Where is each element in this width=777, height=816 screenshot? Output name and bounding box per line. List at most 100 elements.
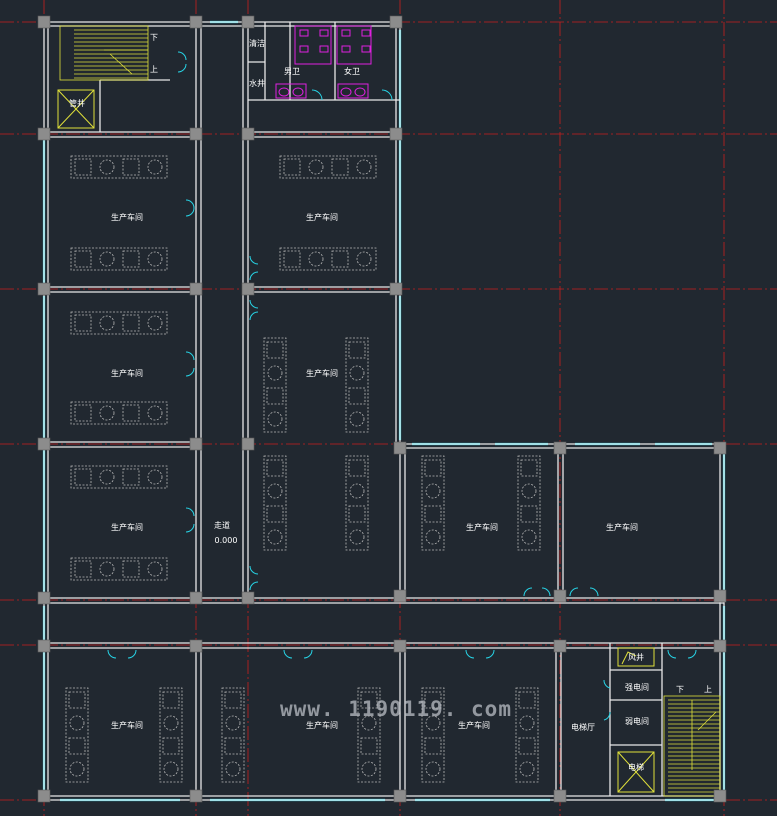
room-label-workshop-1: 生产车间 <box>111 212 143 222</box>
column-31 <box>393 789 407 803</box>
equipment-row-h-7-unit <box>122 560 140 578</box>
equipment-row-h-2 <box>279 155 377 179</box>
column-33 <box>713 789 727 803</box>
equipment-row-v-6-unit <box>68 691 86 709</box>
column-27 <box>553 639 567 653</box>
column-28 <box>713 639 727 653</box>
equipment-row-v-0 <box>263 337 287 433</box>
room-label-workshop-2: 生产车间 <box>306 212 338 222</box>
equipment-row-v-1-unit <box>348 341 366 359</box>
equipment-row-v-4-unit <box>425 529 441 545</box>
doors <box>107 51 697 721</box>
column-14 <box>241 437 255 451</box>
equipment-row-h-3-unit <box>356 251 372 267</box>
equipment-row-v-0-unit <box>266 387 284 405</box>
equipment-row-v-8-unit <box>225 761 241 777</box>
column-23 <box>713 589 727 603</box>
equipment-row-h-4-unit <box>74 314 92 332</box>
stair-down-label-1: 下 <box>150 33 158 42</box>
equipment-row-v-9-unit <box>360 737 378 755</box>
room-label-workshop-10: 生产车间 <box>458 720 490 730</box>
equipment-row-v-11-unit <box>518 691 536 709</box>
equipment-row-v-9-unit <box>361 761 377 777</box>
equipment-row-h-5 <box>70 401 168 425</box>
equipment-row-v-10-unit <box>425 715 441 731</box>
equipment-row-h-4-unit <box>147 315 163 331</box>
column-3 <box>389 15 403 29</box>
equipment-row-v-4-unit <box>424 505 442 523</box>
equipment-row-h-4 <box>70 311 168 335</box>
column-21 <box>393 589 407 603</box>
column-12 <box>37 437 51 451</box>
equipment-row-h-7-unit <box>99 561 115 577</box>
equipment-row-h-0-unit <box>147 159 163 175</box>
equipment-row-v-11-unit <box>518 737 536 755</box>
column-19 <box>189 591 203 605</box>
equipment-row-v-2-unit <box>267 483 283 499</box>
room-label-mens-toilet: 男卫 <box>284 67 300 76</box>
equipment-row-v-0-unit <box>266 341 284 359</box>
equipment-row-h-1-unit <box>122 250 140 268</box>
room-label-workshop-8: 生产车间 <box>111 720 143 730</box>
equipment-row-v-11-unit <box>519 761 535 777</box>
column-16 <box>553 441 567 455</box>
equipment-row-v-7-unit <box>163 715 179 731</box>
equipment-row-v-9 <box>357 687 381 783</box>
equipment-row-h-4-unit <box>99 315 115 331</box>
equipment-row-v-3-unit <box>349 483 365 499</box>
equipment-row-v-6 <box>65 687 89 783</box>
equipment-row-h-1-unit <box>147 251 163 267</box>
equipment-row-v-1-unit <box>349 411 365 427</box>
room-label-workshop-5: 生产车间 <box>111 522 143 532</box>
room-label-water-heater: 水井 <box>249 78 265 88</box>
equipment-row-v-10 <box>421 687 445 783</box>
column-30 <box>189 789 203 803</box>
column-29 <box>37 789 51 803</box>
column-4 <box>37 127 51 141</box>
equipment-row-v-2-unit <box>266 459 284 477</box>
equipment-row-v-5-unit <box>520 459 538 477</box>
equipment-row-v-2-unit <box>267 529 283 545</box>
equipment-row-h-6-unit <box>99 469 115 485</box>
equipment-row-v-11 <box>515 687 539 783</box>
column-11 <box>389 282 403 296</box>
columns <box>37 15 727 803</box>
equipment-row-h-7-unit <box>147 561 163 577</box>
room-label-corridor: 走道 <box>214 520 230 530</box>
equipment-row-h-0-unit <box>122 158 140 176</box>
equipment-row-v-11-unit <box>519 715 535 731</box>
room-labels: 生产车间 生产车间 生产车间 生产车间 生产车间 生产车间 生产车间 生产车间 … <box>69 33 712 772</box>
equipment-row-v-7 <box>159 687 183 783</box>
equipment-row-h-5-unit <box>99 405 115 421</box>
equipment <box>65 155 541 783</box>
elevation-mark: 0.000 <box>215 536 238 545</box>
equipment-row-v-7-unit <box>162 737 180 755</box>
equipment-row-h-6-unit <box>147 469 163 485</box>
equipment-row-h-1-unit <box>99 251 115 267</box>
equipment-row-h-2-unit <box>308 159 324 175</box>
equipment-row-v-4 <box>421 455 445 551</box>
equipment-row-h-3-unit <box>331 250 349 268</box>
watermark: www. 1190119. com <box>280 697 512 721</box>
room-label-workshop-3: 生产车间 <box>111 368 143 378</box>
equipment-row-h-3-unit <box>308 251 324 267</box>
equipment-row-h-6-unit <box>74 468 92 486</box>
room-label-workshop-6: 生产车间 <box>466 522 498 532</box>
column-18 <box>37 591 51 605</box>
column-1 <box>189 15 203 29</box>
equipment-row-h-2-unit <box>283 158 301 176</box>
equipment-row-v-5 <box>517 455 541 551</box>
equipment-row-h-6-unit <box>122 468 140 486</box>
column-13 <box>189 437 203 451</box>
room-label-workshop-9: 生产车间 <box>306 720 338 730</box>
equipment-row-v-6-unit <box>69 715 85 731</box>
equipment-row-h-4-unit <box>122 314 140 332</box>
room-label-weak-current: 弱电间 <box>625 716 649 726</box>
elevators <box>57 89 655 793</box>
equipment-row-h-3 <box>279 247 377 271</box>
column-22 <box>553 589 567 603</box>
room-label-womens-toilet: 女卫 <box>344 66 360 76</box>
equipment-row-v-2 <box>263 455 287 551</box>
equipment-row-v-10-unit <box>424 691 442 709</box>
